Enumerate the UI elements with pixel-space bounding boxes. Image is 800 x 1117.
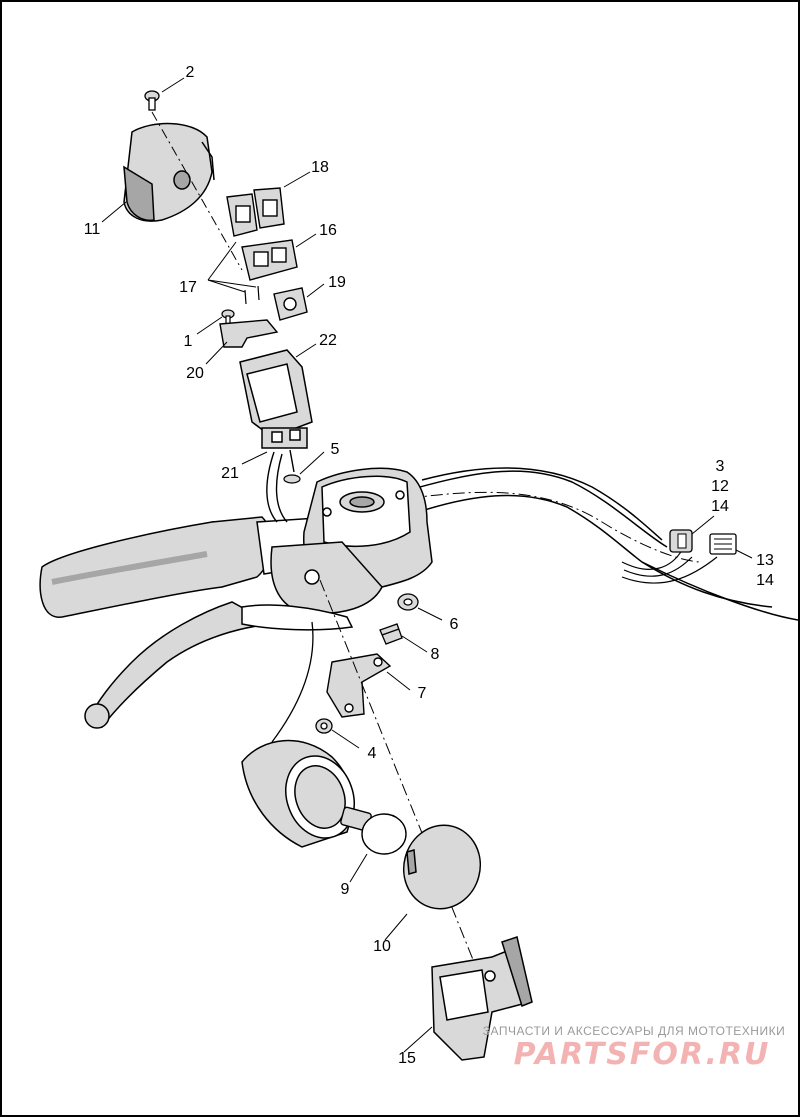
leader-lines [101, 77, 753, 1053]
callout-21: 21 [221, 465, 239, 482]
switch-housing-lower [239, 349, 313, 449]
callout-10: 10 [373, 938, 391, 955]
callout-6: 6 [450, 616, 459, 633]
wire-connector-right [709, 533, 737, 555]
switch-housing-cover [123, 122, 215, 222]
callout-15: 15 [398, 1050, 416, 1067]
spacer-nut [397, 593, 419, 611]
switch-carrier [241, 239, 298, 281]
mount-centerline [319, 579, 483, 983]
watermark-tagline: ЗАПЧАСТИ И АКСЕССУАРЫ ДЛЯ МОТОТЕХНИКИ [483, 1024, 785, 1038]
retaining-bracket [219, 319, 279, 348]
signal-wire [271, 621, 314, 743]
lock-nut [315, 718, 333, 734]
callout-12: 12 [711, 478, 729, 495]
clutch-lever [84, 601, 354, 729]
switch-wire-harness [621, 549, 718, 584]
set-screw [379, 623, 403, 645]
callout-4: 4 [368, 745, 377, 762]
turn-signal-lens [402, 824, 482, 910]
wire-grommet [283, 474, 301, 484]
switch-module [273, 287, 308, 321]
callout-1: 1 [184, 333, 193, 350]
wire-connector-left [669, 529, 693, 553]
callout-7: 7 [418, 685, 427, 702]
callout-17: 17 [179, 279, 197, 296]
callout-8: 8 [431, 646, 440, 663]
callout-11: 11 [84, 221, 101, 238]
callout-13: 13 [756, 552, 774, 569]
callout-2: 2 [186, 64, 195, 81]
callout-5: 5 [331, 441, 340, 458]
callout-16: 16 [319, 222, 337, 239]
callout-labels: 2 11 18 16 17 19 1 20 22 5 21 3 12 14 13… [84, 64, 774, 1067]
watermark: ЗАПЧАСТИ И АКСЕССУАРЫ ДЛЯ МОТОТЕХНИКИ PA… [483, 1024, 785, 1072]
callout-14-upper: 14 [711, 498, 729, 515]
turn-signal-bracket [326, 653, 392, 718]
turn-signal-housing [241, 739, 355, 848]
callout-9: 9 [341, 881, 350, 898]
callout-22: 22 [319, 332, 337, 349]
callout-18: 18 [311, 159, 329, 176]
callout-14-lower: 14 [756, 572, 774, 589]
cover-screw [144, 90, 160, 111]
callout-20: 20 [186, 365, 204, 382]
callout-3: 3 [716, 458, 725, 475]
bulb [340, 806, 407, 855]
spring-pins [244, 285, 260, 305]
switch-buttons [226, 187, 285, 237]
switch-wire [266, 449, 295, 523]
lower-housing [431, 936, 533, 1061]
watermark-logo: PARTSFOR.RU [514, 1037, 771, 1072]
callout-19: 19 [328, 274, 346, 291]
